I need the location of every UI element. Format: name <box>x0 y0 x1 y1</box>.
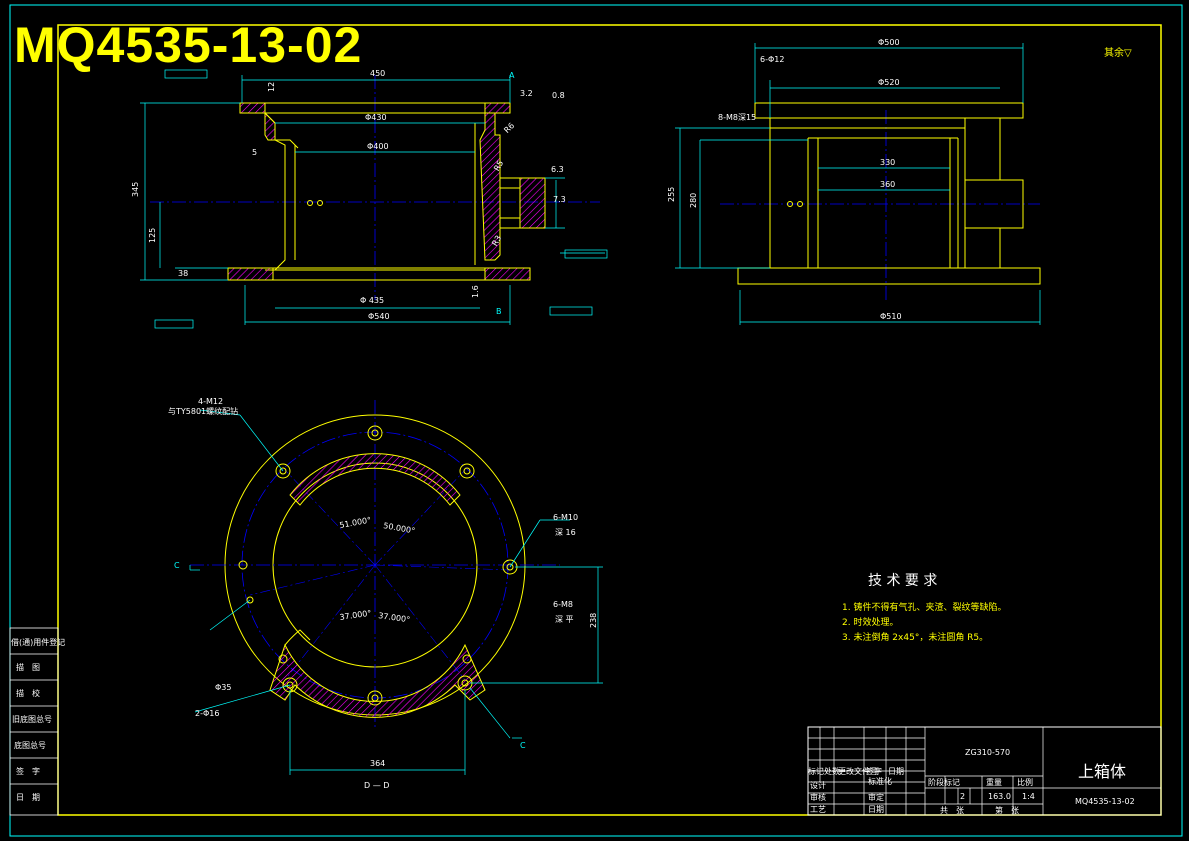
title-row-label: 签字 <box>866 766 882 776</box>
side-label: 旧底图总号 <box>12 714 52 724</box>
sheet-outer-border <box>9 4 1183 837</box>
title-row-label: 审定 <box>868 792 884 802</box>
datum-a: A <box>509 71 515 80</box>
drawing-number-title: MQ4535-13-02 <box>14 17 362 73</box>
title-row-label: 设计 <box>810 780 826 790</box>
section-mark-c-left: C <box>174 561 180 570</box>
title-row-label: 更改文件号 <box>838 766 878 776</box>
section-label-dd: D — D <box>364 781 389 790</box>
dim-bottom-364: 364 <box>370 759 385 768</box>
title-row-label: 日期 <box>888 767 904 776</box>
callout-match-drill: 与TY5801螺纹配钻 <box>168 406 238 416</box>
dim-side-thread: 8-M8深15 <box>718 113 756 122</box>
dim-front-step: 5 <box>252 148 257 157</box>
dim-front-bore-2: Φ400 <box>367 142 389 151</box>
tech-heading: 技 术 要 求 <box>868 573 937 589</box>
title-row-label: 审核 <box>810 792 826 802</box>
roughness-1-6: 1.6 <box>471 285 480 298</box>
dim-side-255: 255 <box>667 187 676 202</box>
title-sheet-total: 共 张 <box>940 806 964 815</box>
side-label: 底图总号 <box>14 740 46 750</box>
title-part-name: 上箱体 <box>1078 762 1126 781</box>
callout-4-m12: 4-M12 <box>198 397 223 406</box>
bottom-view: 4-M12 与TY5801螺纹配钻 51.000° 50.000° 37.000… <box>168 397 603 790</box>
dim-front-bore-1: Φ430 <box>365 113 387 122</box>
tech-item-2: 2. 时效处理。 <box>842 616 898 628</box>
callout-6-m8: 6-M8 <box>553 600 573 609</box>
dim-front-pilot: Φ 435 <box>360 296 384 305</box>
title-block: ZG310-570 上箱体 MQ4535-13-02 阶段标记 重量 比例 2 … <box>807 726 1162 816</box>
dim-front-r6: R6 <box>502 121 516 135</box>
side-label: 签 字 <box>16 766 40 776</box>
dim-side-outer: Φ500 <box>878 38 900 47</box>
dim-front-height: 345 <box>131 182 140 197</box>
drawing-frame <box>57 24 1162 816</box>
title-scale: 1:4 <box>1022 792 1035 801</box>
roughness-3-2: 3.2 <box>520 89 533 98</box>
side-view: Φ500 Φ520 330 360 255 280 Φ510 6-Φ12 8-M… <box>667 38 1041 325</box>
front-section-view: 450 Φ430 Φ400 Φ540 Φ 435 345 125 38 12 5… <box>131 69 608 329</box>
callout-2-phi16: 2-Φ16 <box>195 709 219 718</box>
title-weight-label: 重量 <box>986 777 1002 787</box>
title-row-label: 标记处数 <box>808 766 840 776</box>
datum-b: B <box>496 307 502 316</box>
tech-item-3: 3. 未注倒角 2x45°，未注圆角 R5。 <box>842 631 988 643</box>
callout-phi35: Φ35 <box>215 683 231 692</box>
dim-front-flange: 38 <box>178 269 188 278</box>
title-count: 2 <box>960 792 965 801</box>
dim-front-mid: 125 <box>148 228 157 243</box>
roughness-0-8: 0.8 <box>552 91 565 100</box>
title-sheet-no: 第 张 <box>995 805 1019 815</box>
side-label: 描 图 <box>16 662 40 672</box>
dim-side-base: Φ510 <box>880 312 902 321</box>
technical-requirements: 技 术 要 求 1. 铸件不得有气孔、夹渣、裂纹等缺陷。 2. 时效处理。 3.… <box>842 573 1006 643</box>
section-mark-c-right: C <box>520 741 526 750</box>
title-material: ZG310-570 <box>965 748 1010 757</box>
dim-side-330: 330 <box>880 158 895 167</box>
title-row-label: 工艺 <box>810 805 826 814</box>
dim-side-280: 280 <box>689 193 698 208</box>
side-registration-column: 借(通)用件登记 描 图 描 校 旧底图总号 底图总号 签 字 日 期 <box>9 627 65 816</box>
dim-front-base: Φ540 <box>368 312 390 321</box>
callout-depth-16: 深 16 <box>555 528 576 537</box>
angle-50: 50.000° <box>383 521 416 535</box>
dim-boss-1: 7.3 <box>553 195 566 204</box>
angle-51: 51.000° <box>339 516 372 530</box>
dim-side-360: 360 <box>880 180 895 189</box>
callout-depth-flat: 深 平 <box>555 615 574 624</box>
dim-front-width: 450 <box>370 69 385 78</box>
callout-6-m10: 6-M10 <box>553 513 578 522</box>
title-drawing-no: MQ4535-13-02 <box>1075 797 1135 806</box>
title-stage-label: 阶段标记 <box>928 777 960 787</box>
dim-bottom-238: 238 <box>589 613 598 628</box>
dim-side-holes: 6-Φ12 <box>760 55 784 64</box>
angle-37a: 37.000° <box>339 609 372 622</box>
dim-side-inner: Φ520 <box>878 78 900 87</box>
surface-roughness-note: 其余▽ <box>1104 46 1132 59</box>
side-label: 描 校 <box>16 688 40 698</box>
title-row-label: 标准化 <box>868 776 892 786</box>
dim-boss-2: 6.3 <box>551 165 564 174</box>
side-label: 借(通)用件登记 <box>11 637 65 647</box>
tech-item-1: 1. 铸件不得有气孔、夹渣、裂纹等缺陷。 <box>842 601 1006 613</box>
title-scale-label: 比例 <box>1017 777 1033 787</box>
title-row-label: 日期 <box>868 805 884 814</box>
angle-37b: 37.000° <box>378 611 411 624</box>
dim-front-top: 12 <box>267 82 276 92</box>
title-weight: 163.0 <box>988 792 1011 801</box>
side-label: 日 期 <box>16 793 40 802</box>
